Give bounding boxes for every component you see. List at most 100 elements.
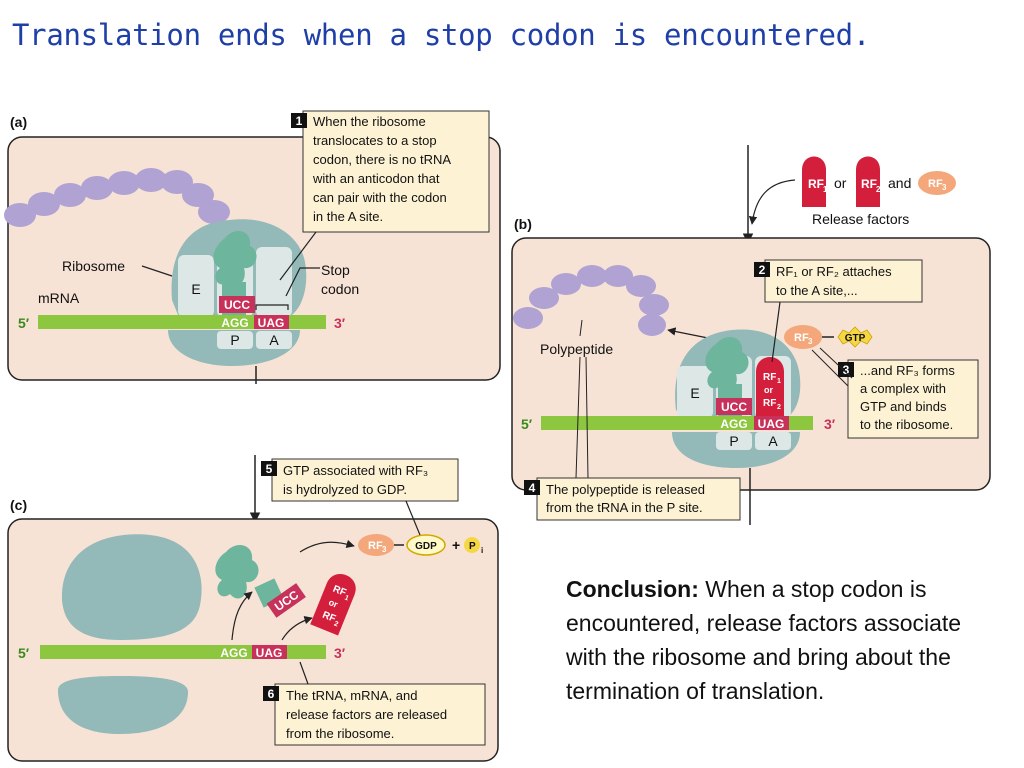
p-site-label-b: P xyxy=(729,433,738,449)
svg-text:1: 1 xyxy=(823,185,828,194)
step1-number: 1 xyxy=(296,114,303,128)
svg-text:or: or xyxy=(327,597,340,610)
svg-text:1: 1 xyxy=(777,378,781,385)
five-prime-c: 5′ xyxy=(18,645,30,661)
anticodon-box-a xyxy=(219,296,255,313)
polypeptide-chain-b xyxy=(513,265,669,336)
a-site-label-a: A xyxy=(269,332,279,348)
svg-text:3: 3 xyxy=(808,337,813,346)
stop-codon-label-line2: codon xyxy=(321,281,359,297)
step1-callout xyxy=(302,110,490,233)
step1-text-line5: can pair with the codon xyxy=(313,190,447,205)
svg-text:2: 2 xyxy=(876,185,881,194)
step5-callout xyxy=(271,458,459,502)
stop-codon-box-a xyxy=(254,315,289,329)
step3-text-line3: GTP and binds xyxy=(860,399,947,414)
step4-callout xyxy=(536,477,741,521)
svg-text:RF: RF xyxy=(763,372,776,383)
step3-callout xyxy=(847,359,979,439)
step1-text-line4: with an anticodon that xyxy=(312,171,440,186)
rf1-header-label: RF xyxy=(808,177,824,191)
step3-text-line1: ...and RF₃ forms xyxy=(860,363,955,378)
panel-b-label: (b) xyxy=(514,216,532,232)
conclusion-text: Conclusion: When a stop codon is encount… xyxy=(566,572,996,708)
anticodon-a: UCC xyxy=(224,298,250,312)
step4-text-line2: from the tRNA in the P site. xyxy=(546,500,703,515)
svg-text:RF: RF xyxy=(794,332,809,344)
stop-codon-box-b xyxy=(754,416,789,430)
rf3-shape-c xyxy=(358,534,394,556)
a-site-label-b: A xyxy=(768,433,778,449)
a-site-a xyxy=(256,247,292,317)
svg-text:or: or xyxy=(764,385,773,395)
ribosome-small-subunit-c xyxy=(58,676,188,734)
codon-a-b: UAG xyxy=(758,417,785,431)
svg-text:RF: RF xyxy=(321,610,337,625)
panel-c-label: (c) xyxy=(10,497,27,513)
step3-text-line4: to the ribosome. xyxy=(860,417,953,432)
codon-a-c: UAG xyxy=(256,646,283,660)
e-site-label-b: E xyxy=(690,385,699,401)
step6-callout xyxy=(274,683,486,746)
step1-text-line3: codon, there is no tRNA xyxy=(313,152,451,167)
gtp-label-b: GTP xyxy=(845,333,866,344)
step2-callout xyxy=(764,259,923,303)
p-site-label-a: P xyxy=(230,332,239,348)
stop-codon-box-c xyxy=(252,645,287,659)
gdp-label: GDP xyxy=(415,541,437,552)
svg-text:1: 1 xyxy=(343,594,349,602)
stop-codon-label-line1: Stop xyxy=(321,262,350,278)
step2-number: 2 xyxy=(759,263,766,277)
codon-a-a: UAG xyxy=(258,316,285,330)
step1-text-line6: in the A site. xyxy=(313,209,383,224)
rf2-shape-header xyxy=(856,156,880,207)
polypeptide-label: Polypeptide xyxy=(540,341,613,357)
conclusion-body: When a stop codon is encountered, releas… xyxy=(566,576,962,704)
e-site-label-a: E xyxy=(191,281,200,297)
svg-text:i: i xyxy=(481,546,483,555)
freed-release-factor-c: RF 1 or RF 2 xyxy=(310,574,356,636)
pi-label: P xyxy=(469,541,476,552)
e-site-b xyxy=(677,366,713,418)
five-prime-a: 5′ xyxy=(18,315,30,331)
ribosome-large-subunit-c xyxy=(61,534,202,640)
step1-text-line1: When the ribosome xyxy=(313,114,426,129)
codon-p-c: AGG xyxy=(220,646,247,660)
svg-text:3: 3 xyxy=(382,545,387,554)
svg-text:2: 2 xyxy=(777,404,781,411)
plus-sign: + xyxy=(452,537,460,553)
rf-or-text: or xyxy=(834,175,847,191)
rf3-shape-b xyxy=(784,325,822,349)
e-site-a xyxy=(178,255,214,317)
release-factors-label: Release factors xyxy=(812,211,909,227)
step4-number: 4 xyxy=(529,481,536,495)
slide-title: Translation ends when a stop codon is en… xyxy=(12,18,870,52)
step5-text-line1: GTP associated with RF₃ xyxy=(283,463,428,478)
panel-a-label: (a) xyxy=(10,114,27,130)
ribosome-label-a: Ribosome xyxy=(62,258,125,274)
step6-text-line1: The tRNA, mRNA, and xyxy=(286,688,418,703)
svg-text:RF: RF xyxy=(928,178,943,190)
step3-text-line2: a complex with xyxy=(860,381,946,396)
anticodon-box-b xyxy=(716,398,752,415)
svg-text:3: 3 xyxy=(942,183,947,192)
step5-number: 5 xyxy=(266,462,273,476)
step5-text-line2: is hydrolyzed to GDP. xyxy=(283,482,407,497)
three-prime-b: 3′ xyxy=(824,416,836,432)
svg-text:RF: RF xyxy=(368,540,383,552)
gtp-starburst xyxy=(837,326,873,348)
step6-number: 6 xyxy=(268,687,275,701)
rf1-shape-header xyxy=(802,156,826,207)
svg-text:RF: RF xyxy=(331,584,347,599)
rf3-shape-header xyxy=(918,171,956,195)
step3-number: 3 xyxy=(843,363,850,377)
codon-p-b: AGG xyxy=(720,417,747,431)
mrna-strand-b xyxy=(541,416,813,430)
three-prime-a: 3′ xyxy=(334,315,346,331)
step2-text-line1: RF₁ or RF₂ attaches xyxy=(776,264,892,279)
step1-text-line2: translocates to a stop xyxy=(313,133,437,148)
pi-shape xyxy=(464,537,480,553)
svg-text:2: 2 xyxy=(333,620,339,628)
five-prime-b: 5′ xyxy=(521,416,533,432)
